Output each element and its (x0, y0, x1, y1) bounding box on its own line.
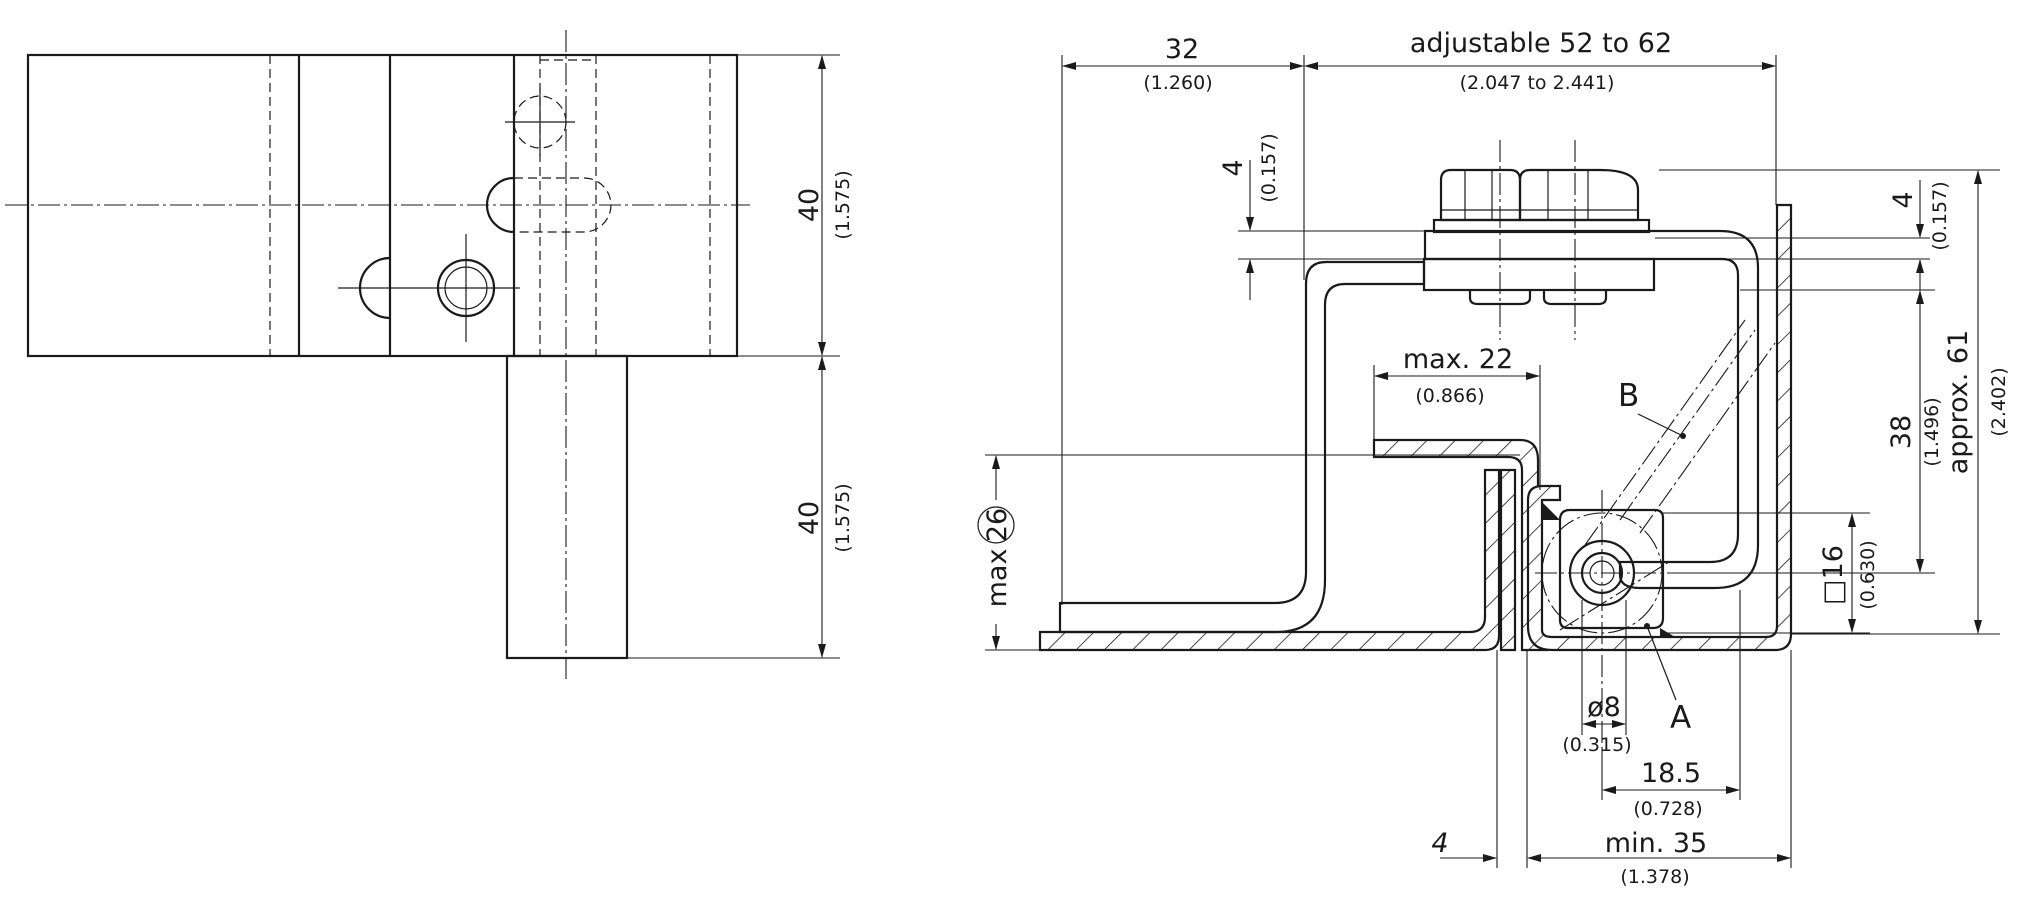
dim-4-left-value: 4 (1218, 159, 1249, 176)
rotated-bracket-line-4 (1559, 559, 1673, 631)
label-a: A (1670, 700, 1691, 736)
pivot-block (1558, 508, 1665, 630)
upper-leaf-section (1372, 438, 1549, 652)
bolt-shank-right (1542, 290, 1608, 306)
base-plate-section (1038, 468, 1501, 652)
left-view: 40 (1.575) 40 (1.575) (5, 30, 854, 682)
dim-32-value: 32 (1165, 34, 1199, 65)
dim-38-sub: (1.496) (1921, 397, 1943, 466)
mounting-wall-section (1499, 468, 1517, 652)
dim-4-right-value: 4 (1888, 191, 1919, 208)
dim-18-5-value: 18.5 (1641, 758, 1701, 789)
leader-a (1646, 625, 1677, 701)
left-slot-visible (485, 176, 515, 234)
dim-18-5-sub: (0.728) (1633, 798, 1702, 820)
dim-sq16-sub: (0.630) (1857, 540, 1879, 609)
dim-min35-value: min. 35 (1605, 828, 1707, 859)
dim-min35-sub: (1.378) (1620, 866, 1689, 888)
dim-adjustable-sub: (2.047 to 2.441) (1460, 72, 1615, 94)
dim-max26-value: 26 (982, 508, 1013, 542)
label-b: B (1618, 378, 1639, 414)
hex-nut-right (1518, 168, 1640, 222)
dim-4-bottom-value: 4 (1431, 828, 1448, 859)
rotated-bracket-line-2 (1639, 342, 1776, 534)
left-strap (1058, 260, 1426, 634)
dim-d8-value: ø8 (1587, 692, 1621, 723)
upper-bracket (1423, 229, 1760, 590)
left-pin-outline (505, 354, 629, 660)
dim-max26-circle (977, 506, 1015, 544)
rotated-bracket-line-3 (1584, 319, 1746, 546)
dim-approx61-value: approx. 61 (1943, 330, 1974, 475)
right-frame-section (1526, 203, 1793, 652)
dim-max26-mask (980, 500, 1014, 624)
dim-sq16-value: □16 (1818, 545, 1849, 605)
dim-max26-prefix: max (982, 549, 1013, 608)
left-dim-bottom-sub: (1.575) (832, 483, 854, 552)
rotated-bracket-line-1 (1619, 329, 1756, 521)
dim-max22-sub: (0.866) (1415, 385, 1484, 407)
left-dim-bottom-value: 40 (794, 501, 825, 535)
leader-a-dot (1644, 623, 1650, 629)
dim-4-left-sub: (0.157) (1258, 133, 1280, 202)
dim-38-value: 38 (1886, 415, 1917, 449)
dim-d8-sub: (0.315) (1562, 734, 1631, 756)
dim-32-sub: (1.260) (1143, 72, 1212, 94)
left-dim-top-sub: (1.575) (832, 170, 854, 239)
dim-max22-value: max. 22 (1403, 344, 1513, 375)
hex-nut-left (1439, 168, 1522, 222)
dim-adjustable-value: adjustable 52 to 62 (1410, 28, 1672, 59)
leader-b-dot (1680, 433, 1686, 439)
clamp-plate (1422, 257, 1656, 292)
left-dim-top-value: 40 (794, 188, 825, 222)
dim-4-right-sub: (0.157) (1929, 181, 1951, 250)
bolt-shank-left (1468, 290, 1532, 306)
leader-b (1637, 413, 1684, 437)
weld-mark-left (1542, 502, 1560, 520)
right-view: 32 (1.260) adjustable 52 to 62 (2.047 to… (977, 28, 2010, 888)
dim-approx61-sub: (2.402) (1988, 367, 2010, 436)
left-slot-hidden (514, 177, 612, 233)
